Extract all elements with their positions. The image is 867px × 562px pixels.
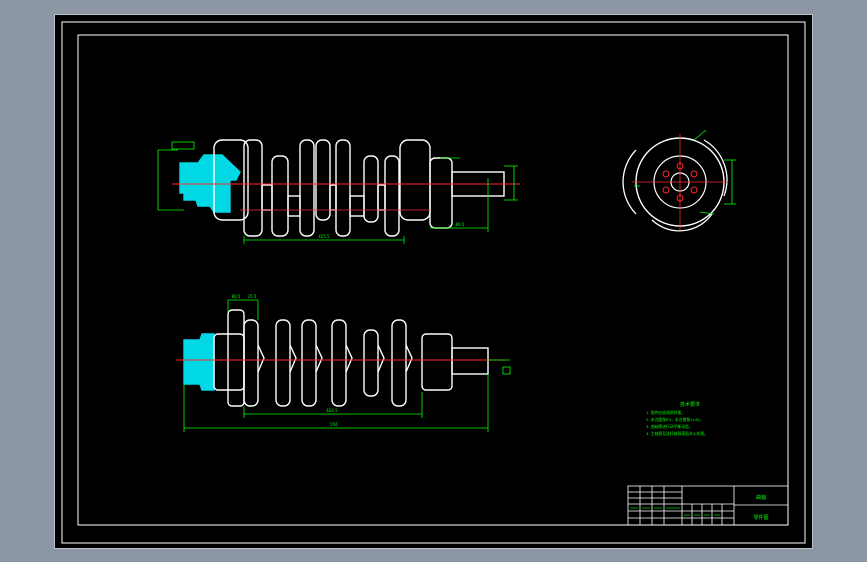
crankshaft-end-view [622,129,736,232]
top-view-dimensions [183,299,511,432]
inner-border [61,21,806,544]
tech-requirement-1: 1. 锻件应经调质处理。 [646,410,685,415]
bottom-overall-dimension: 556 [330,422,338,427]
tech-requirement-2: 2. 未注圆角R3，未注倒角1x45。 [646,417,703,422]
bottom-top-dimension-b: 35.5 [248,294,257,299]
bottom-span-dimension: 420.5 [326,408,338,413]
front-overall-dimension: 425.5 [318,234,330,239]
title-block-drawing-no: 零件图 [753,514,768,521]
front-end-dimension: 86.5 [456,222,465,227]
title-block-text-strokes [630,507,720,516]
title-block-part-name: 曲轴 [756,494,766,501]
drawing-area-border [77,34,789,526]
tech-requirement-4: 4. 主轴颈及连杆轴颈表面淬火处理。 [646,431,708,436]
drawing-frame [54,14,813,549]
tech-requirement-3: 3. 曲轴需进行动平衡试验。 [646,424,693,429]
bottom-top-dimension-a: 80.5 [232,294,241,299]
crankshaft-top-view [183,309,489,407]
bottom-flange-hatch [183,333,215,391]
front-view-dimensions [157,141,518,244]
tech-requirements-title: 技术要求 [680,401,700,408]
title-block [627,485,789,526]
